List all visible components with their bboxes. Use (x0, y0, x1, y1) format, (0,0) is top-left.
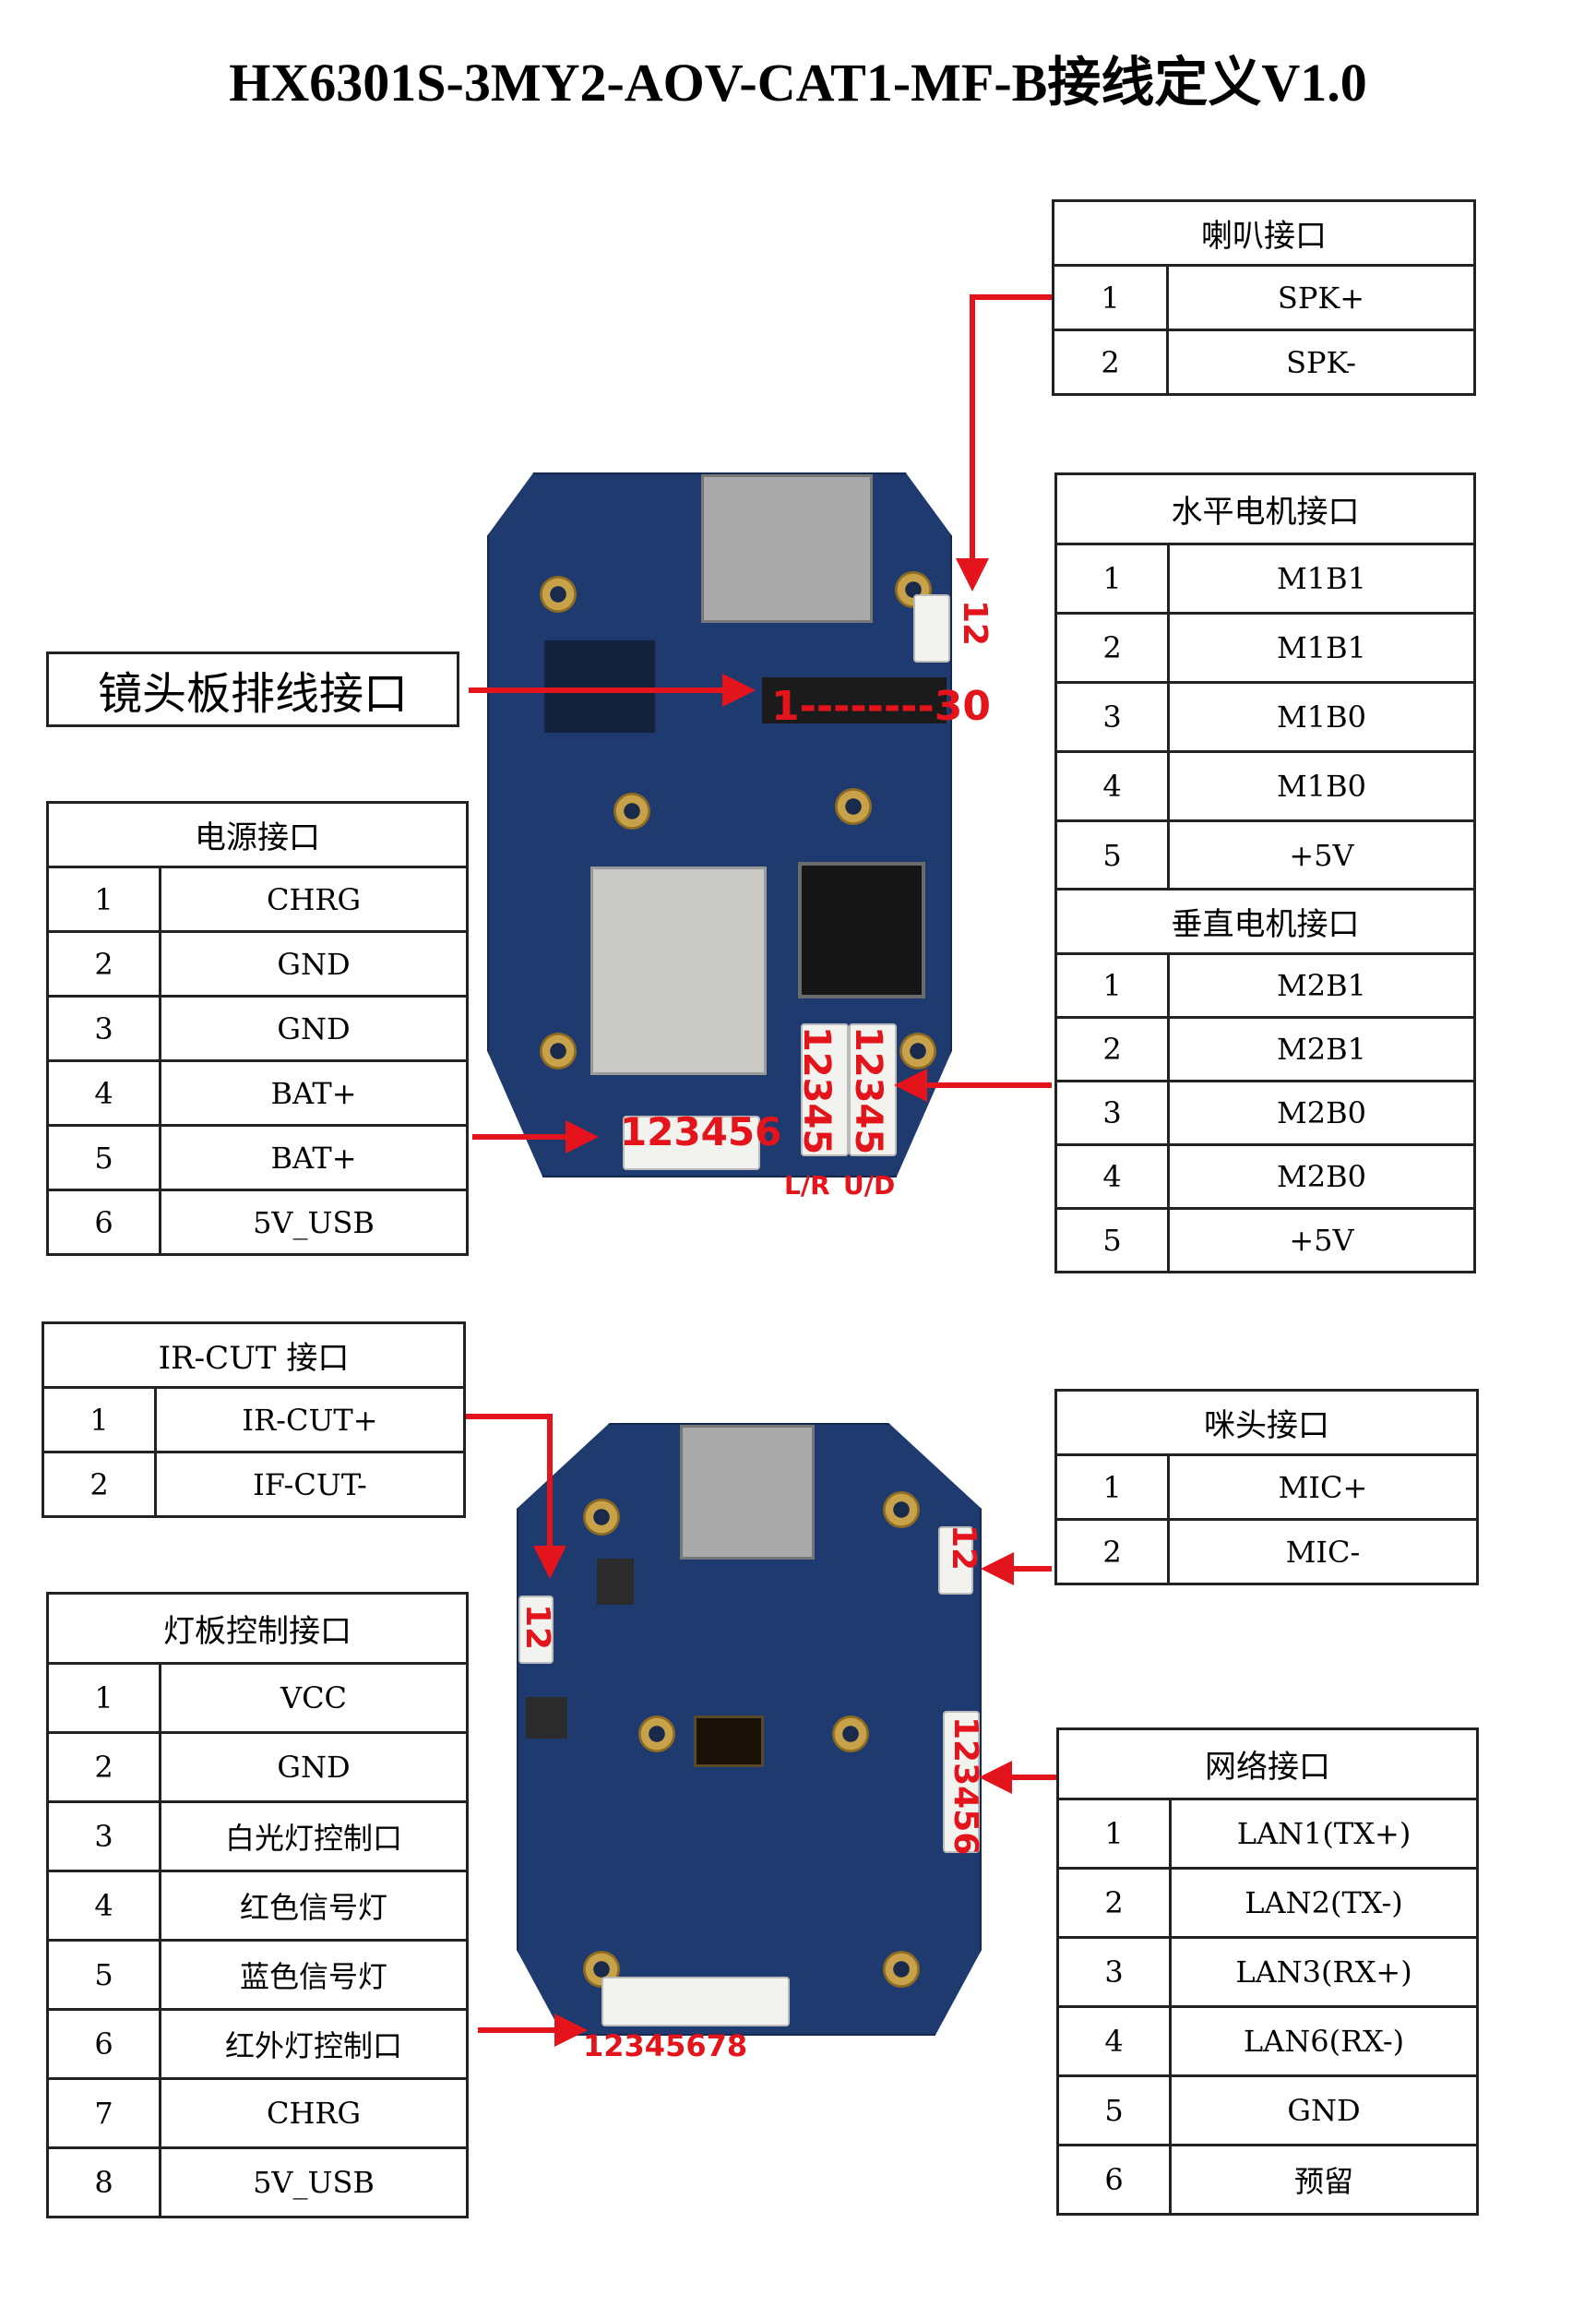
mount-hole (613, 793, 650, 830)
table-title: IR-CUT 接口 (42, 1321, 466, 1389)
ud-label: U/D (843, 1170, 896, 1201)
ud-connector (849, 1023, 897, 1156)
power-pins-label: 123456 (620, 1109, 782, 1154)
sd-card-slot (701, 474, 873, 623)
table-row: 5+5V (1054, 819, 1476, 891)
ircut-arrow (466, 1414, 566, 1579)
table-title: 网络接口 (1056, 1727, 1479, 1800)
page-title: HX6301S-3MY2-AOV-CAT1-MF-B接线定义V1.0 (229, 53, 1367, 113)
ircut-connector (518, 1596, 554, 1664)
ircut-pins-label: 12 (518, 1604, 556, 1651)
inductor (526, 1697, 567, 1739)
mount-hole (638, 1715, 675, 1752)
mount-hole (883, 1491, 920, 1528)
mount-hole (540, 1033, 577, 1070)
lr-pins-label: 12345 (795, 1026, 838, 1155)
light-connector (601, 1977, 790, 2026)
table-title: 水平电机接口 (1054, 472, 1476, 545)
flex-connector (762, 677, 947, 723)
mic-connector (938, 1526, 973, 1595)
cpu-chip (544, 640, 655, 733)
mount-hole (832, 1715, 869, 1752)
lens-interface-label: 镜头板排线接口 (46, 651, 459, 727)
cat1-module (590, 867, 767, 1075)
mount-hole (540, 576, 577, 613)
lens-pin-range-label: 1--------30 (771, 683, 991, 730)
table-title: 喇叭接口 (1052, 199, 1476, 267)
light-pins-label: 12345678 (583, 2028, 748, 2063)
mount-hole (835, 788, 872, 825)
speaker-pins-label: 12 (956, 600, 994, 647)
inductor (597, 1559, 634, 1605)
table-title: 电源接口 (46, 801, 469, 868)
motor-driver-chip (798, 862, 925, 998)
table-title: 灯板控制接口 (46, 1592, 469, 1665)
network-pins-label: 123456 (947, 1716, 984, 1856)
top-board-image (487, 472, 952, 1177)
speaker-connector (913, 594, 950, 663)
bottom-board-image (517, 1423, 982, 2036)
mount-hole (883, 1951, 920, 1988)
table-title: 咪头接口 (1054, 1389, 1479, 1456)
mount-hole (899, 1033, 936, 1070)
ud-pins-label: 12345 (847, 1026, 889, 1155)
lr-label: L/R (784, 1170, 830, 1201)
mic-pins-label: 12 (945, 1524, 983, 1572)
table-row: 5+5V (1054, 1207, 1476, 1273)
speaker-arrow (956, 294, 1052, 592)
image-sensor (694, 1715, 764, 1767)
mount-hole (583, 1499, 620, 1536)
lr-connector (801, 1023, 849, 1156)
sim-card-slot (680, 1425, 815, 1560)
table-title: 垂直电机接口 (1054, 888, 1476, 955)
power-connector (623, 1116, 760, 1170)
